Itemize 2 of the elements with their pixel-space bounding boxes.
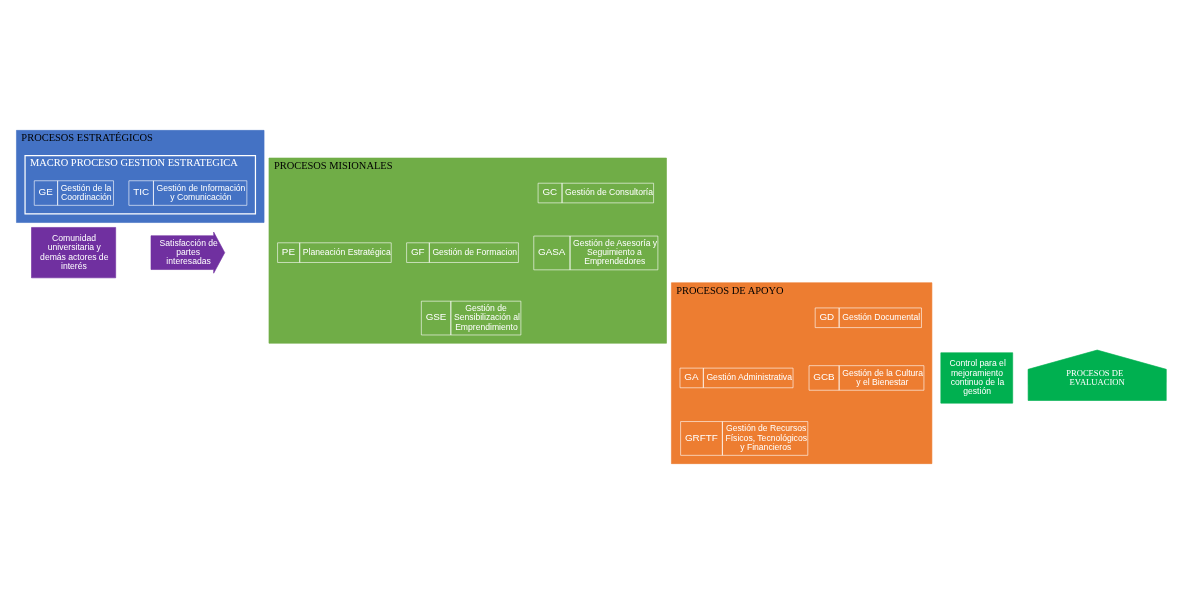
node-box: Control para el mejoramiento continuo de la gestión — [940, 351, 1013, 403]
node-box: Comunidad universitaria y demás actores de interés — [31, 226, 116, 278]
